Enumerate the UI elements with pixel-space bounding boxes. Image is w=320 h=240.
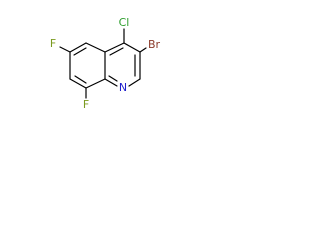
bond-c5-c6 bbox=[69, 42, 87, 53]
bond-c8-c8a bbox=[85, 78, 106, 89]
bond-n1-c8a-double bbox=[108, 75, 118, 82]
atom-fluorine-8: F bbox=[83, 98, 89, 111]
bonds bbox=[59, 28, 147, 99]
structure-diagram: Cl Br F F N bbox=[50, 16, 161, 111]
atom-fluorine-6: F bbox=[50, 37, 56, 50]
bond-c4a-c4-double bbox=[109, 47, 124, 56]
bond-c6-f bbox=[59, 46, 71, 53]
bond-c4a-c5 bbox=[85, 42, 106, 53]
bond-c2-n1 bbox=[128, 78, 141, 87]
atom-chlorine: Cl bbox=[119, 16, 130, 29]
bond-c7-c8-double bbox=[74, 75, 87, 84]
atom-nitrogen: N bbox=[119, 81, 127, 94]
bond-c5-c6-double bbox=[73, 47, 87, 56]
bond-c3-br bbox=[139, 47, 147, 53]
atom-bromine: Br bbox=[148, 38, 161, 51]
bond-c4-c3 bbox=[123, 42, 141, 53]
atom-labels: Cl Br F F N bbox=[50, 16, 161, 111]
bond-n1-c8a bbox=[104, 78, 118, 87]
bond-c7-c8 bbox=[69, 78, 87, 89]
bond-c4a-c4 bbox=[104, 42, 125, 53]
